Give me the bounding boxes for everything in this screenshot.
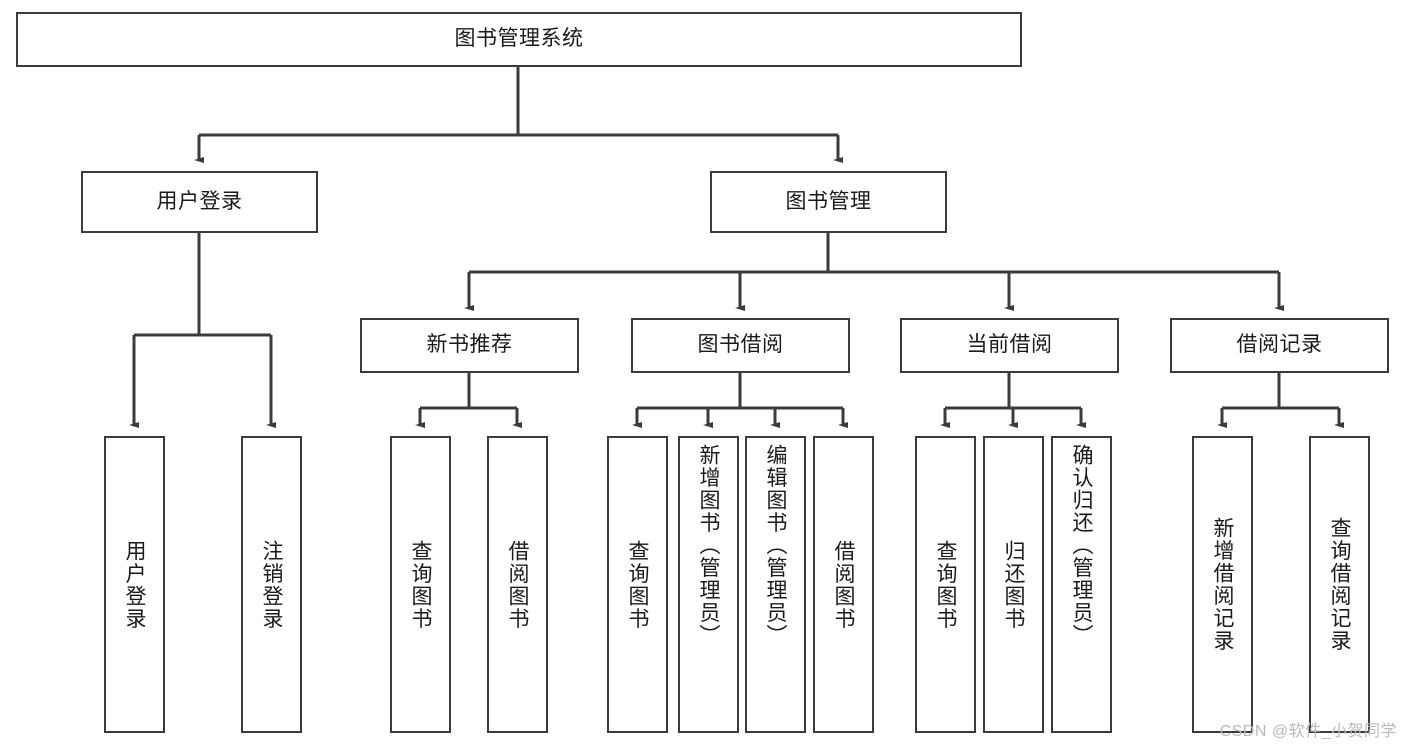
node-label: 图书借阅 <box>697 333 784 357</box>
node-label: 用户登录 <box>123 539 146 630</box>
node-borrow-record[interactable]: 借阅记录 <box>1170 318 1389 373</box>
node-label: 注销登录 <box>260 539 283 630</box>
leaf-query-book-new[interactable]: 查询图书 <box>390 436 451 733</box>
leaf-borrow-book-new[interactable]: 借阅图书 <box>487 436 548 733</box>
node-label: 借阅图书 <box>832 539 855 630</box>
leaf-add-borrow-record[interactable]: 新增借阅记录 <box>1192 436 1253 733</box>
leaf-user-logout[interactable]: 注销登录 <box>241 436 302 733</box>
watermark: CSDN @软件_小贺同学 <box>1219 723 1397 740</box>
leaf-query-borrow-record[interactable]: 查询借阅记录 <box>1309 436 1370 733</box>
leaf-edit-book-admin[interactable]: 编辑图书（管理员） <box>745 436 806 733</box>
leaf-borrow-book[interactable]: 借阅图书 <box>813 436 874 733</box>
leaf-user-login[interactable]: 用户登录 <box>104 436 165 733</box>
node-label: 图书管理 <box>785 189 872 213</box>
node-label: 新增图书（管理员） <box>697 444 720 647</box>
node-user-login[interactable]: 用户登录 <box>81 171 318 233</box>
node-label: 图书管理系统 <box>454 27 584 51</box>
node-label: 查询图书 <box>409 539 432 630</box>
node-label: 用户登录 <box>156 189 243 213</box>
node-label: 编辑图书（管理员） <box>764 444 787 647</box>
node-label: 新增借阅记录 <box>1211 517 1234 652</box>
leaf-query-book-current[interactable]: 查询图书 <box>915 436 976 733</box>
node-label: 新书推荐 <box>426 333 513 357</box>
leaf-return-book[interactable]: 归还图书 <box>983 436 1044 733</box>
node-label: 确认归还（管理员） <box>1070 444 1093 647</box>
node-book-management[interactable]: 图书管理 <box>710 171 947 233</box>
node-label: 查询借阅记录 <box>1328 517 1351 652</box>
node-label: 归还图书 <box>1002 539 1025 630</box>
leaf-add-book-admin[interactable]: 新增图书（管理员） <box>678 436 739 733</box>
node-root-system[interactable]: 图书管理系统 <box>16 12 1022 67</box>
node-label: 当前借阅 <box>966 333 1053 357</box>
node-book-borrow[interactable]: 图书借阅 <box>631 318 850 373</box>
node-new-book-recommend[interactable]: 新书推荐 <box>360 318 579 373</box>
leaf-confirm-return-admin[interactable]: 确认归还（管理员） <box>1051 436 1112 733</box>
node-label: 借阅记录 <box>1236 333 1323 357</box>
node-label: 查询图书 <box>626 539 649 630</box>
node-label: 借阅图书 <box>506 539 529 630</box>
node-label: 查询图书 <box>934 539 957 630</box>
node-current-borrow[interactable]: 当前借阅 <box>900 318 1119 373</box>
leaf-query-book[interactable]: 查询图书 <box>607 436 668 733</box>
